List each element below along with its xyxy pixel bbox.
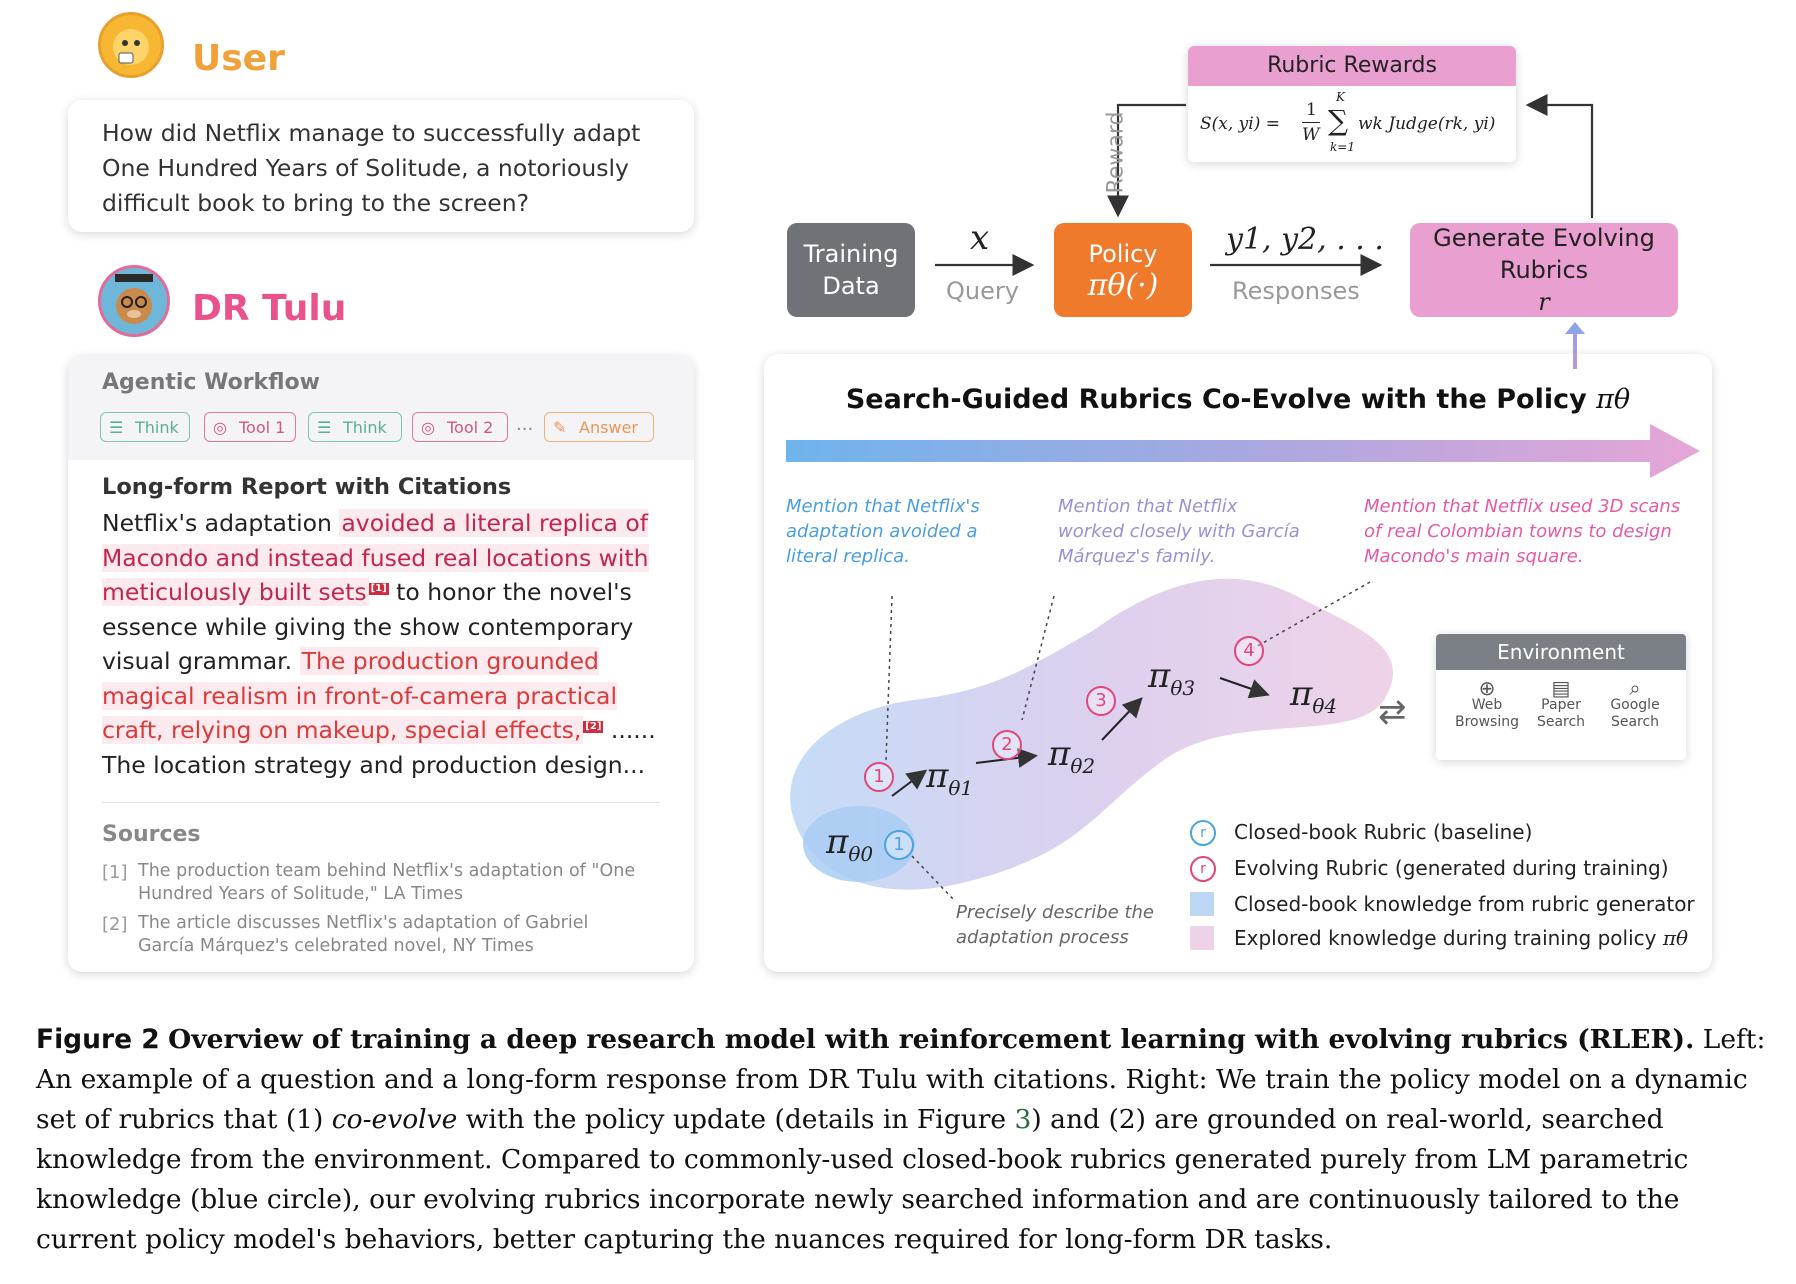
- baseline-step-1: 1: [884, 830, 914, 860]
- policy-theta-1: πθ1: [926, 756, 974, 800]
- user-avatar: [98, 12, 164, 78]
- user-name: User: [192, 38, 285, 79]
- compass-icon: ◎: [213, 418, 227, 437]
- closed-book-knowledge-circle: [803, 806, 915, 882]
- step-3: 3: [1086, 686, 1116, 716]
- coevolve-title: Search-Guided Rubrics Co-Evolve with the…: [845, 384, 1631, 415]
- user-question: How did Netflix manage to successfully a…: [102, 119, 641, 217]
- policy-theta-3: πθ3: [1148, 656, 1196, 700]
- legend-closed-book-rubric-icon: r: [1190, 820, 1216, 846]
- coevolve-gradient-arrow: [786, 424, 1700, 478]
- workflow-header: [68, 356, 694, 460]
- citation-1[interactable]: [1]: [368, 583, 389, 596]
- step-1: 1: [864, 762, 894, 792]
- responses-label: Responses: [1232, 277, 1360, 305]
- policy-label: Policy: [1088, 240, 1158, 268]
- paper-search-tool: ▤Paper Search: [1526, 676, 1596, 731]
- legend-explored-knowledge-swatch: [1190, 926, 1214, 950]
- reward-to-policy-arrow: [1107, 103, 1186, 218]
- llama-face-icon: [115, 274, 153, 324]
- responses-symbol: y1, y2, . . .: [1226, 222, 1384, 257]
- legend-evolving-rubric-icon: r: [1190, 856, 1216, 882]
- globe-icon: ⊕: [1478, 676, 1496, 700]
- dr-tulu-response-card: Agentic Workflow ☰Think ◎Tool 1 ☰Think ◎…: [68, 356, 694, 972]
- workflow-step-answer: ✎Answer: [544, 412, 654, 442]
- report-divider: [102, 802, 660, 803]
- user-question-card: How did Netflix manage to successfully a…: [68, 100, 694, 232]
- workflow-title: Agentic Workflow: [102, 370, 320, 395]
- workflow-step-tool-2: ◎Tool 2: [412, 412, 508, 442]
- step-2: 2: [992, 730, 1022, 760]
- source-1-num: [1]: [102, 862, 128, 883]
- environment-swap-icon: ⇄: [1378, 692, 1407, 732]
- report-title: Long-form Report with Citations: [102, 474, 512, 500]
- workflow-step-tool-1: ◎Tool 1: [204, 412, 296, 442]
- generate-rubrics-box: Generate Evolving Rubrics r: [1410, 223, 1678, 317]
- legend-closed-book-rubric: Closed-book Rubric (baseline): [1234, 820, 1533, 844]
- generate-rubrics-symbol: r: [1538, 288, 1550, 316]
- workflow-step-think-2: ☰Think: [308, 412, 402, 442]
- environment-title: Environment: [1436, 634, 1686, 670]
- think-icon: ☰: [109, 418, 124, 437]
- policy-symbol: πθ(·): [1087, 268, 1159, 303]
- annotation-2: Mention that Netflix worked closely with…: [1058, 496, 1300, 567]
- caption-label: Figure 2: [36, 1024, 160, 1055]
- paper-icon: ▤: [1551, 676, 1571, 700]
- workflow-step-think-1: ☰Think: [100, 412, 190, 442]
- sources-title: Sources: [102, 822, 201, 847]
- legend-closed-book-knowledge-swatch: [1190, 892, 1214, 916]
- source-2-num: [2]: [102, 914, 128, 935]
- edit-icon: ✎: [553, 418, 567, 437]
- rubric-rewards-card: Rubric Rewards S(x, yi) = 1 W K ∑ k=1 wk…: [1188, 46, 1516, 162]
- think-icon: ☰: [317, 418, 332, 437]
- environment-card: Environment ⊕Web Browsing ▤Paper Search …: [1436, 634, 1686, 760]
- robot-face-icon: [113, 29, 149, 65]
- training-data-box: Training Data: [787, 223, 915, 317]
- dr-tulu-name: DR Tulu: [192, 288, 347, 329]
- annotation-1: Mention that Netflix's adaptation avoide…: [786, 496, 980, 567]
- step-4: 4: [1234, 636, 1264, 666]
- source-2-text[interactable]: The article discusses Netflix's adaptati…: [138, 913, 589, 956]
- legend-closed-book-knowledge: Closed-book knowledge from rubric genera…: [1234, 892, 1695, 916]
- legend-evolving-rubric: Evolving Rubric (generated during traini…: [1234, 856, 1669, 880]
- reward-label: Reward: [1103, 111, 1129, 194]
- generate-rubrics-label: Generate Evolving Rubrics: [1433, 224, 1655, 284]
- policy-theta-4: πθ4: [1290, 674, 1338, 718]
- annotation-3: Mention that Netflix used 3D scans of re…: [1364, 496, 1681, 567]
- policy-theta-0: πθ0: [826, 822, 874, 866]
- figure-ref-link[interactable]: 3: [1014, 1104, 1032, 1135]
- web-browsing-tool: ⊕Web Browsing: [1452, 676, 1522, 731]
- compass-icon: ◎: [421, 418, 435, 437]
- figure-caption: Figure 2 Overview of training a deep res…: [36, 1024, 1766, 1255]
- workflow-ellipsis: ...: [516, 414, 534, 435]
- search-document-icon: ⌕: [1629, 676, 1641, 700]
- rubric-reward-formula: S(x, yi) = 1 W K ∑ k=1 wk Judge(rk, yi): [1200, 90, 1496, 154]
- environment-link-bottom: [1573, 325, 1577, 369]
- bottom-annotation: Precisely describe the adaptation proces…: [956, 902, 1154, 948]
- query-label: Query: [946, 277, 1019, 305]
- rubric-rewards-header: Rubric Rewards: [1188, 46, 1516, 86]
- caption-bold: Overview of training a deep research mod…: [168, 1024, 1695, 1055]
- policy-box: Policy πθ(·): [1054, 223, 1192, 317]
- annotation-leaders: [885, 581, 1371, 901]
- report-body: Netflix's adaptation avoided a literal r…: [102, 509, 656, 779]
- legend-explored-knowledge: Explored knowledge during training polic…: [1234, 926, 1689, 950]
- dr-tulu-avatar: [98, 265, 170, 337]
- environment-link-arrowhead: [1565, 322, 1585, 334]
- query-symbol: x: [970, 218, 990, 258]
- rubrics-to-rewards-arrow: [1525, 94, 1594, 218]
- citation-2[interactable]: [2]: [583, 721, 604, 734]
- policy-theta-2: πθ2: [1048, 734, 1096, 778]
- source-1-text[interactable]: The production team behind Netflix's ada…: [138, 861, 636, 904]
- google-search-tool: ⌕Google Search: [1600, 676, 1670, 731]
